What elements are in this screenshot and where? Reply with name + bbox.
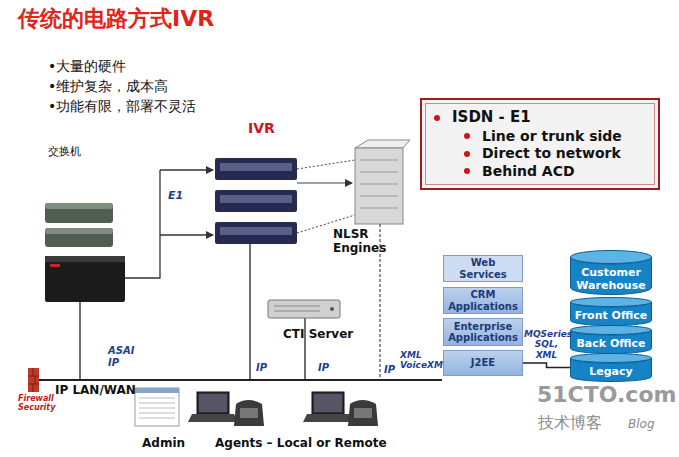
bullet-note: •功能有限，部署不灵活 [48,98,196,114]
cylinder-top [571,354,652,363]
bullet-dot [464,151,470,157]
bullet-dot [434,115,440,121]
watermark: Blog [628,418,655,432]
node-text-wrap: Enterprise Applications [447,321,519,344]
box-item: Direct to network [482,145,621,163]
network-name: IP LAN/WAN [55,384,136,398]
cylinder-top [571,298,652,307]
signal-name: IP [384,364,395,376]
box-item: Behind ACD [482,163,575,181]
database-cylinder: Front Office [570,297,652,326]
signal-name: IP [256,362,267,374]
node-text-wrap: CRM Applications [447,289,519,312]
part-name: 交换机 [48,146,81,159]
ivr-servers [215,158,297,244]
bullet-row: Line or trunk side [434,128,646,146]
lan-wire [30,224,442,380]
part-name: NLSR Engines [333,228,393,256]
node-label: Web Services [447,257,519,280]
box-item: Line or trunk side [482,128,622,146]
node-label: Legacy [589,366,632,378]
signal-name: E1 [168,190,183,203]
node-text-wrap: Legacy [589,366,632,378]
part-name: IVR [248,120,275,136]
bullet-row: ISDN - E1 [434,108,646,128]
signal-name: IP [318,362,329,374]
database-cylinder: Legacy [570,353,652,382]
admin-screen [135,388,179,426]
node-label: Customer Warehouse [573,267,649,292]
application-box: J2EE [443,350,523,376]
watermark: 51CTO.com [537,382,676,407]
database-cylinder: Customer Warehouse [570,250,652,295]
cti-server [268,300,340,318]
signal-name: ASAI IP [108,345,140,368]
application-box: CRM Applications [443,287,523,314]
node-label: J2EE [471,357,495,369]
node-label: Front Office [575,310,647,322]
nlsr-tower [355,140,410,224]
part-name: Firewall Security [18,394,66,412]
switch-hardware [45,203,125,302]
connector [523,363,570,368]
application-box: Enterprise Applications [443,318,523,346]
node-label: Back Office [576,338,645,350]
node-text-wrap: Customer Warehouse [573,267,649,292]
agent-devices [188,392,378,426]
node-text-wrap: Front Office [575,310,647,322]
bullet-row: Behind ACD [434,163,646,181]
node-text-wrap: J2EE [471,357,495,369]
bullet-note: •维护复杂，成本高 [48,78,168,94]
title: 传统的电路方式IVR [18,6,214,31]
bullet-dot [464,168,470,174]
cylinder-top [571,251,652,264]
nlsr-wire [297,160,355,233]
e1-wire [125,170,213,278]
callout-box: ISDN - E1Line or trunk sideDirect to net… [420,98,660,190]
part-name: CTI Server [283,328,353,342]
part-name: Admin [142,437,185,451]
application-box: Web Services [443,255,523,282]
firewall-icon [28,368,39,392]
node-label: Enterprise Applications [447,321,519,344]
node-text-wrap: Back Office [576,338,645,350]
bullet-row: Direct to network [434,145,646,163]
node-label: CRM Applications [447,289,519,312]
signal-name: XML VoiceXML [400,350,448,371]
database-cylinder: Back Office [570,325,652,354]
bullet-note: •大量的硬件 [48,58,126,74]
bullet-dot [464,133,470,139]
edge-label: MQSeries SQL, XML [523,329,570,360]
watermark: 技术博客 [538,414,602,432]
box-heading: ISDN - E1 [452,108,531,128]
node-text-wrap: Web Services [447,257,519,280]
cylinder-top [571,326,652,335]
part-name: Agents – Local or Remote [215,437,387,451]
